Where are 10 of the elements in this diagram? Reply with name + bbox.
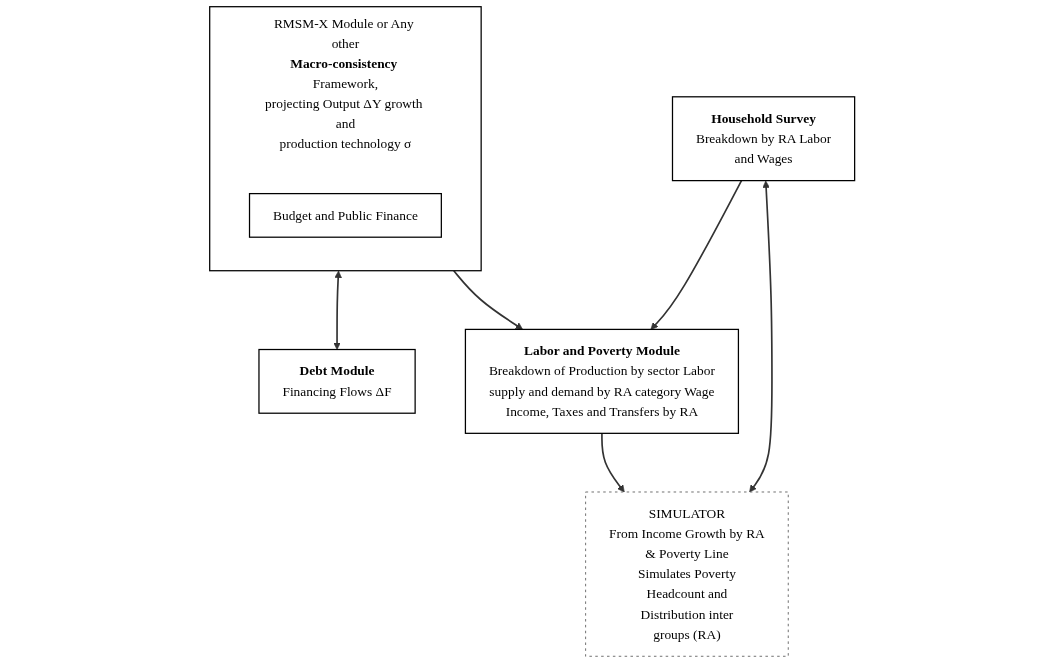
- node-box: Budget and Public Finance: [248, 193, 442, 238]
- node-box: SIMULATOR From Income Growth by RA & Poverty Line Simulates Poverty Headcount and Distribution inter groups (RA): [585, 491, 789, 657]
- arrow: [452, 269, 523, 330]
- node-box: Labor and Poverty Module Breakdown of Production by sector Labor supply and demand by RA category Wage Income, Taxes and Transfers by RA: [464, 328, 739, 434]
- arrow: [749, 180, 773, 493]
- node-box: Household Survey Breakdown by RA Labor and Wages: [671, 96, 856, 182]
- arrow: [333, 270, 342, 350]
- arrow: [650, 179, 743, 330]
- node-box: Debt Module Financing Flows ΔF: [258, 348, 416, 414]
- arrow: [600, 432, 625, 493]
